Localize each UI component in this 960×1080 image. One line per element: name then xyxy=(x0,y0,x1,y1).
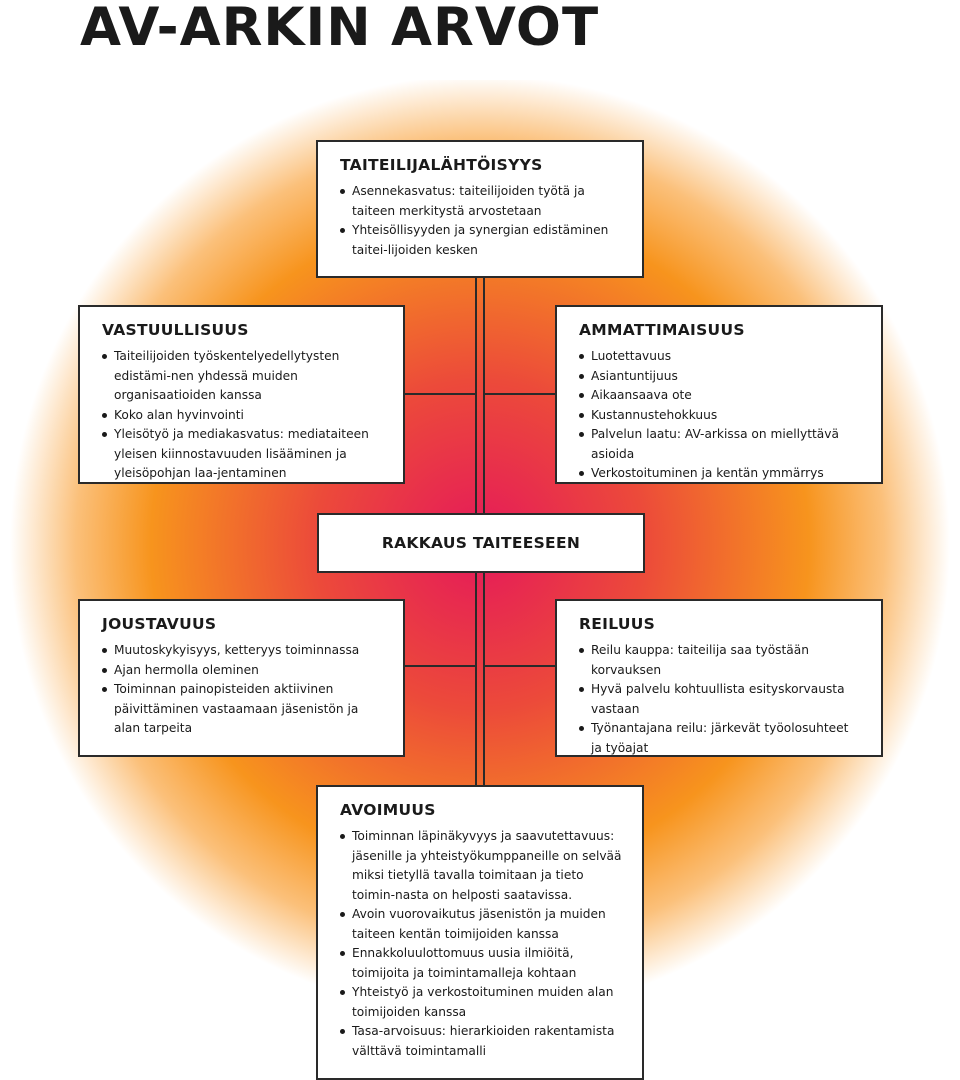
bullet-item: Työnantajana reilu: järkevät työolosuhte… xyxy=(579,719,863,758)
bullet-item: Hyvä palvelu kohtuullista esityskorvaust… xyxy=(579,680,863,719)
box-vastuullisuus: VASTUULLISUUS Taiteilijoiden työskentely… xyxy=(78,305,405,484)
box-heading: JOUSTAVUUS xyxy=(102,615,217,633)
bullet-list: Reilu kauppa: taiteilija saa työstään ko… xyxy=(579,641,863,758)
box-heading: REILUUS xyxy=(579,615,656,633)
bullet-item: Palvelun laatu: AV-arkissa on miellyttäv… xyxy=(579,425,863,464)
bullet-item: Ajan hermolla oleminen xyxy=(102,661,385,681)
bullet-list: Asennekasvatus: taiteilijoiden työtä ja … xyxy=(340,182,624,260)
bullet-item: Aikaansaava ote xyxy=(579,386,863,406)
bullet-item: Asennekasvatus: taiteilijoiden työtä ja … xyxy=(340,182,624,221)
bullet-item: Yhteisöllisyyden ja synergian edistämine… xyxy=(340,221,624,260)
box-heading: TAITEILIJALÄHTÖISYYS xyxy=(340,156,543,174)
box-heading: VASTUULLISUUS xyxy=(102,321,249,339)
connector-lines xyxy=(404,277,556,785)
box-joustavuus: JOUSTAVUUS Muutoskykyisyys, ketteryys to… xyxy=(78,599,405,757)
page-title: AV-ARKIN ARVOT xyxy=(80,0,600,58)
bullet-item: Taiteilijoiden työskentelyedellytysten e… xyxy=(102,347,385,406)
bullet-item: Avoin vuorovaikutus jäsenistön ja muiden… xyxy=(340,905,624,944)
box-reiluus: REILUUS Reilu kauppa: taiteilija saa työ… xyxy=(555,599,883,757)
bullet-item: Luotettavuus xyxy=(579,347,863,367)
bullet-item: Yleisötyö ja mediakasvatus: mediataiteen… xyxy=(102,425,385,484)
box-taiteilijalahtoisyys: TAITEILIJALÄHTÖISYYS Asennekasvatus: tai… xyxy=(316,140,644,278)
bullet-list: Toiminnan läpinäkyvyys ja saavutettavuus… xyxy=(340,827,624,1061)
bullet-item: Ennakkoluulottomuus uusia ilmiöitä, toim… xyxy=(340,944,624,983)
bullet-item: Muutoskykyisyys, ketteryys toiminnassa xyxy=(102,641,385,661)
box-heading: AMMATTIMAISUUS xyxy=(579,321,745,339)
bullet-item: Yhteistyö ja verkostoituminen muiden ala… xyxy=(340,983,624,1022)
box-rakkaus-taiteeseen: RAKKAUS TAITEESEEN xyxy=(317,513,645,573)
bullet-list: Taiteilijoiden työskentelyedellytysten e… xyxy=(102,347,385,484)
box-heading: AVOIMUUS xyxy=(340,801,436,819)
bullet-item: Asiantuntijuus xyxy=(579,367,863,387)
center-heading: RAKKAUS TAITEESEEN xyxy=(381,534,581,552)
bullet-item: Kustannustehokkuus xyxy=(579,406,863,426)
bullet-item: Toiminnan läpinäkyvyys ja saavutettavuus… xyxy=(340,827,624,905)
bullet-item: Verkostoituminen ja kentän ymmärrys xyxy=(579,464,863,484)
box-avoimuus: AVOIMUUS Toiminnan läpinäkyvyys ja saavu… xyxy=(316,785,644,1080)
bullet-item: Toiminnan painopisteiden aktiivinen päiv… xyxy=(102,680,385,739)
bullet-item: Koko alan hyvinvointi xyxy=(102,406,385,426)
bullet-item: Reilu kauppa: taiteilija saa työstään ko… xyxy=(579,641,863,680)
bullet-item: Tasa-arvoisuus: hierarkioiden rakentamis… xyxy=(340,1022,624,1061)
